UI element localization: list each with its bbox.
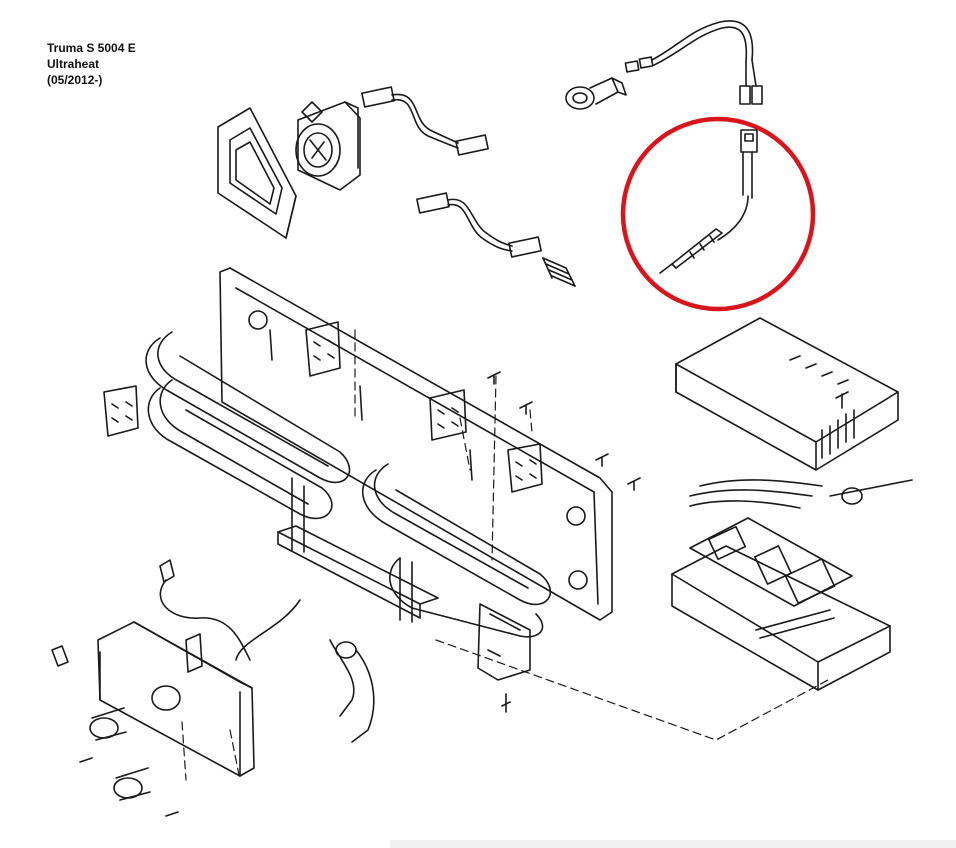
highlight-circle xyxy=(620,116,816,312)
control-unit-cover xyxy=(675,317,899,471)
diagram-title: Truma S 5004 E Ultraheat (05/2012-) xyxy=(47,40,136,88)
upper-cable-harness xyxy=(361,86,489,156)
element-wiring xyxy=(159,559,375,743)
switch-frame-plate xyxy=(217,107,297,239)
heating-element-right xyxy=(362,463,552,638)
heater-back-plate xyxy=(219,267,613,621)
title-model: Truma S 5004 E xyxy=(47,41,136,55)
middle-cable-harness xyxy=(416,192,576,287)
heating-element-left xyxy=(145,331,351,553)
control-board-base xyxy=(671,479,913,691)
bottom-border-strip xyxy=(390,840,956,848)
terminal-bracket xyxy=(277,525,531,681)
mounting-clips xyxy=(103,321,543,493)
title-product: Ultraheat xyxy=(47,57,100,71)
overheat-switch-bracket xyxy=(51,621,255,777)
thermal-cutouts xyxy=(79,707,179,817)
assembly-dashed-lines xyxy=(181,329,829,781)
title-date-range: (05/2012-) xyxy=(47,73,103,87)
push-button-with-cable xyxy=(565,20,763,110)
control-switch-knob xyxy=(295,101,361,191)
screws xyxy=(487,371,641,713)
temperature-sensor-probe xyxy=(659,129,758,274)
